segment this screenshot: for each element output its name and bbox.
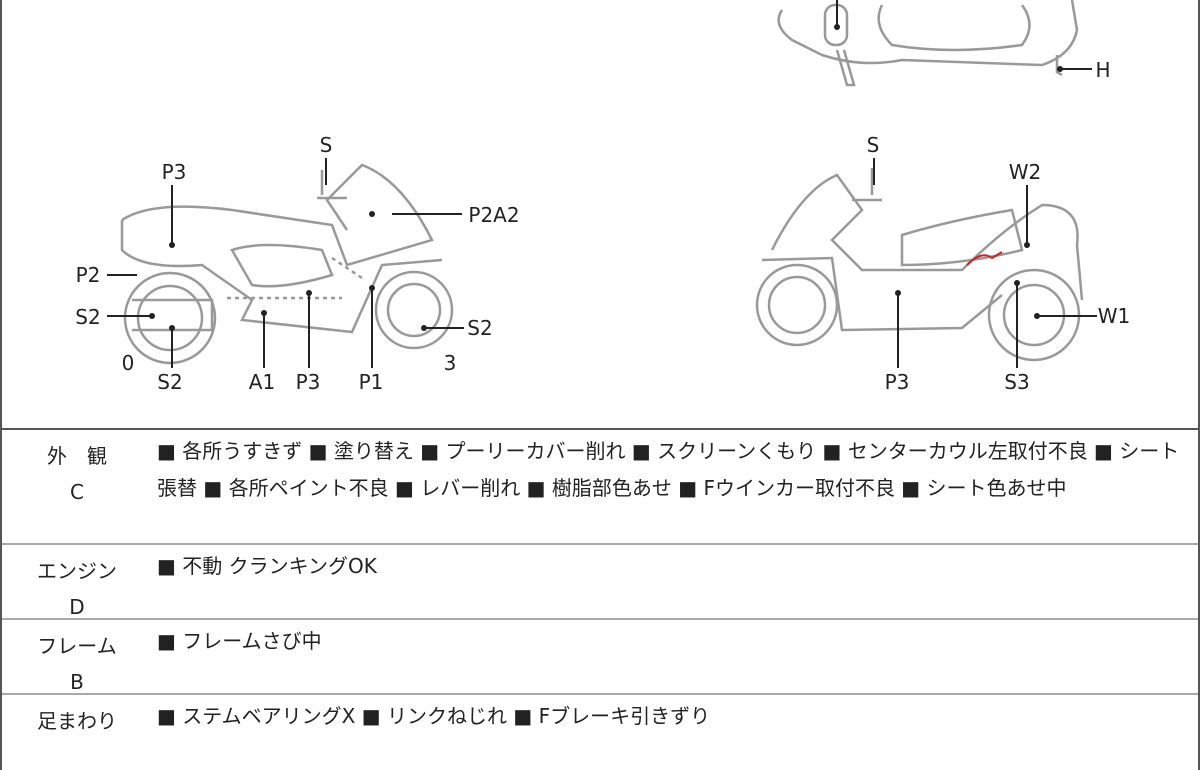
scooter-drawings (107, 0, 1097, 368)
label-p3-bottom: P3 (295, 370, 321, 394)
label-zero: 0 (121, 351, 135, 375)
label-p3-right: P3 (884, 370, 910, 394)
label-s2-bottom: S2 (157, 370, 183, 394)
row-frame: フレーム B ■ フレームさび中 (2, 620, 1198, 695)
row-exterior: 外 観 C ■ 各所うすきず ■ 塗り替え ■ プーリーカバー削れ ■ スクリーン… (2, 430, 1198, 545)
row-text: ■ ステムベアリングX ■ リンクねじれ ■ Fブレーキ引きずり (157, 704, 711, 728)
row-grade: B (70, 670, 84, 694)
label-s2-left: S2 (75, 305, 101, 329)
row-engine: エンジン D ■ 不動 クランキングOK (2, 545, 1198, 620)
row-label: フレーム (37, 634, 117, 658)
label-s-left: S (319, 133, 333, 157)
label-p3-top: P3 (161, 160, 187, 184)
label-p1: P1 (358, 370, 384, 394)
label-h: H (1095, 58, 1111, 82)
damage-diagram: H S P3 P2A2 P2 S2 S2 0 S2 A1 P3 P1 3 S W… (0, 0, 1200, 430)
row-text: ■ 不動 クランキングOK (157, 554, 377, 578)
row-grade: D (69, 595, 85, 619)
row-suspension: 足まわり ■ ステムベアリングX ■ リンクねじれ ■ Fブレーキ引きずり (2, 695, 1198, 770)
top-view-scooter (777, 0, 1092, 87)
left-view-scooter (107, 158, 464, 368)
row-text: ■ 各所うすきず ■ 塗り替え ■ プーリーカバー削れ ■ スクリーンくもり ■… (157, 439, 1180, 500)
label-three: 3 (443, 351, 457, 375)
label-w2: W2 (1008, 160, 1042, 184)
row-label: エンジン (37, 559, 117, 583)
row-label: 足まわり (37, 709, 117, 733)
label-s3: S3 (1004, 370, 1030, 394)
label-w1: W1 (1097, 304, 1131, 328)
label-p2a2: P2A2 (468, 203, 520, 227)
label-p2: P2 (75, 263, 101, 287)
right-view-scooter (755, 158, 1097, 368)
row-text: ■ フレームさび中 (157, 629, 322, 653)
row-label: 外 観 (47, 444, 107, 468)
label-s-right: S (866, 133, 880, 157)
condition-table: 外 観 C ■ 各所うすきず ■ 塗り替え ■ プーリーカバー削れ ■ スクリーン… (0, 430, 1200, 770)
row-grade: C (70, 480, 84, 504)
label-a1: A1 (248, 370, 276, 394)
label-s2-right: S2 (467, 316, 493, 340)
